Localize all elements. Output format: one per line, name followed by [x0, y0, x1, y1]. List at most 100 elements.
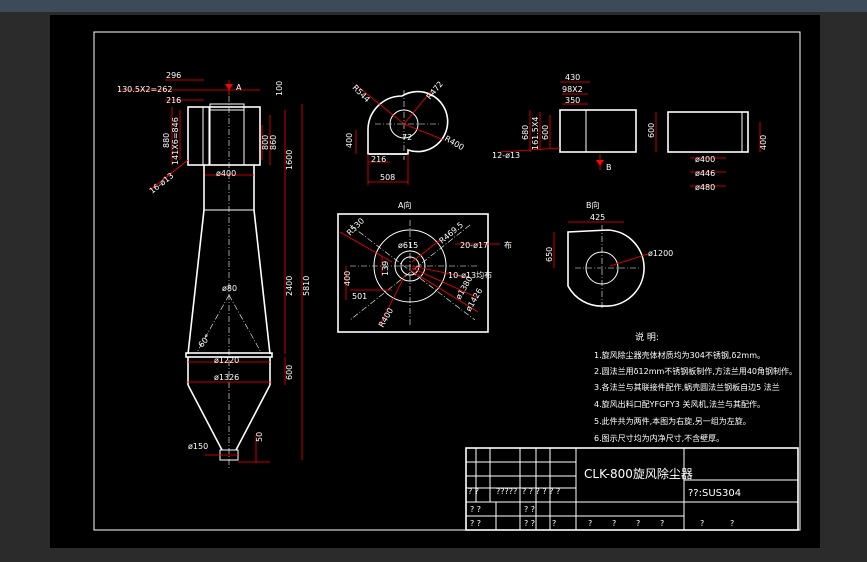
cone-left: [187, 209, 205, 355]
tb-text-3: ? ? ? ? ? ?: [522, 487, 560, 496]
view-a-base-plate: [337, 213, 489, 333]
dim-d1220: ø1220: [214, 356, 239, 365]
dim-d400: ø400: [216, 169, 236, 178]
view-arrow-b-label: B: [606, 163, 612, 172]
dim-20-holes: 20-ø17: [460, 241, 488, 250]
dim-d150: ø150: [188, 442, 208, 451]
dim-d480: ø480: [695, 183, 715, 192]
dim-d446: ø446: [695, 169, 715, 178]
tb-q-4: ?: [660, 519, 664, 528]
leader-d1380: [411, 267, 479, 299]
dim-880: 880: [162, 133, 171, 148]
dim-600-outlet: 600: [541, 125, 550, 140]
dim-216-top: 216: [371, 155, 386, 164]
dim-800: 800: [261, 135, 270, 150]
leader-r472: [403, 89, 433, 125]
tb-q-6: ?: [730, 519, 734, 528]
tb-text-6: ? ?: [470, 519, 481, 528]
dim-72: 72: [402, 133, 412, 142]
dim-425: 425: [590, 213, 605, 222]
dim-r400: R400: [443, 134, 466, 152]
dim-98x2: 98X2: [562, 85, 583, 94]
dim-d80: ø80: [222, 284, 237, 293]
dim-400-view-a: 400: [343, 271, 352, 286]
dim-139: 139: [381, 261, 390, 276]
inner-cone-right: [228, 294, 263, 355]
leader-r400: [403, 123, 445, 141]
drawing-title: CLK-800旋风除尘器: [584, 466, 693, 481]
view-arrow-a-label: A: [236, 83, 242, 92]
dim-350: 350: [565, 96, 580, 105]
application-title-band: [0, 0, 867, 12]
leader-r469: [411, 239, 441, 263]
dim-50: 50: [255, 432, 264, 442]
dim-680: 680: [521, 125, 530, 140]
dim-216: 216: [166, 96, 181, 105]
tb-q-5: ?: [700, 519, 704, 528]
dim-161-5x4: 161.5X4: [531, 117, 540, 150]
dim-r472: R472: [425, 80, 445, 102]
note-line-2: 2.圆法兰用δ12mm不锈钢板制作,方法兰用40角钢制作。: [594, 366, 797, 376]
note-line-5: 5.此件共为两件,本图为右旋,另一组为左旋。: [594, 416, 751, 426]
dim-5810: 5810: [302, 276, 311, 296]
view-b-scroll: [567, 229, 645, 307]
tb-q-2: ?: [612, 519, 616, 528]
notes-heading: 说 明:: [635, 331, 659, 343]
dim-r400-view-a: R400: [377, 306, 395, 329]
view-a-diagonal-1: [349, 224, 476, 321]
revision-grid: [466, 448, 576, 530]
title-block-frame: [465, 447, 799, 531]
dim-600: 600: [285, 365, 294, 380]
dim-100: 100: [275, 81, 284, 96]
tb-q-3: ?: [636, 519, 640, 528]
outlet-pipe-top: [209, 103, 245, 111]
leader-d1200: [609, 253, 649, 267]
tb-text-2: ?????: [496, 487, 517, 496]
tb-text-1: ? ?: [468, 487, 479, 496]
dim-d1200: ø1200: [648, 249, 673, 258]
view-a-diagonal-2: [349, 224, 471, 321]
tb-text-5: ? ?: [524, 505, 535, 514]
note-line-4: 4.旋风出料口配YFGFY3 关风机,法兰与其配作。: [594, 399, 765, 409]
leader-r530: [339, 231, 393, 263]
inlet-box: [187, 106, 261, 166]
dim-16-holes: 16-ø13: [148, 171, 176, 195]
note-line-1: 1.旋风除尘器壳体材质均为304不锈钢,δ2mm。: [594, 350, 765, 360]
dim-600-profile: 600: [647, 123, 656, 138]
hopper-cone-right: [235, 384, 271, 451]
technical-notes: 说 明: 1.旋风除尘器壳体材质均为304不锈钢,δ2mm。 2.圆法兰用δ12…: [594, 331, 797, 443]
leader-12-holes: [499, 147, 561, 153]
top-view: R544 R472 R400 400 216 508 72: [345, 80, 466, 185]
dim-r530: R530: [345, 216, 366, 237]
tb-text-8: ?: [552, 519, 556, 528]
note-line-3: 3.各法兰与其联接件配作,蜗壳圆法兰钢板自边5 法兰: [594, 382, 780, 392]
tb-text-7: ? ?: [524, 519, 535, 528]
mid-flange: [185, 352, 273, 358]
view-a-title: A向: [398, 200, 411, 210]
view-b: B向 425 650 ø1200: [545, 200, 673, 310]
title-block: ? ? ????? ? ? ? ? ? ? ? ? ? ? ? ? ? ? ? …: [465, 447, 799, 531]
dim-60deg: 60°: [197, 333, 213, 350]
view-b-title: B向: [586, 200, 600, 210]
inner-cone-left: [195, 294, 230, 355]
arrow-a-head: [225, 84, 233, 90]
dim-400-profile: 400: [759, 135, 768, 150]
dim-r544: R544: [351, 83, 372, 104]
drawing-frame: [93, 31, 801, 531]
outlet-profile: [667, 111, 749, 153]
dim-d1326: ø1326: [214, 373, 239, 382]
cone-right: [253, 209, 271, 355]
inlet-flange-left: [202, 106, 210, 166]
note-line-6: 6.图示尺寸均为内净尺寸,不含壁厚。: [594, 433, 724, 443]
tb-text-4: ? ?: [470, 505, 481, 514]
dim-130-5x2: 130.5X2=262: [117, 85, 172, 94]
dim-12-holes: 12-ø13: [492, 151, 520, 160]
dim-501: 501: [352, 292, 367, 301]
outlet-side-view: 430 98X2 350 680 161.5X4 600 12-ø13 B 60…: [492, 73, 768, 192]
dim-d400-profile: ø400: [695, 155, 715, 164]
dim-10-holes: 10-ø13均布: [448, 270, 492, 280]
view-a: A向 R530 R469.5 ø615 20-ø17 布 139 ø1380 ø…: [337, 200, 512, 333]
dim-430: 430: [565, 73, 580, 82]
tb-q-1: ?: [588, 519, 592, 528]
